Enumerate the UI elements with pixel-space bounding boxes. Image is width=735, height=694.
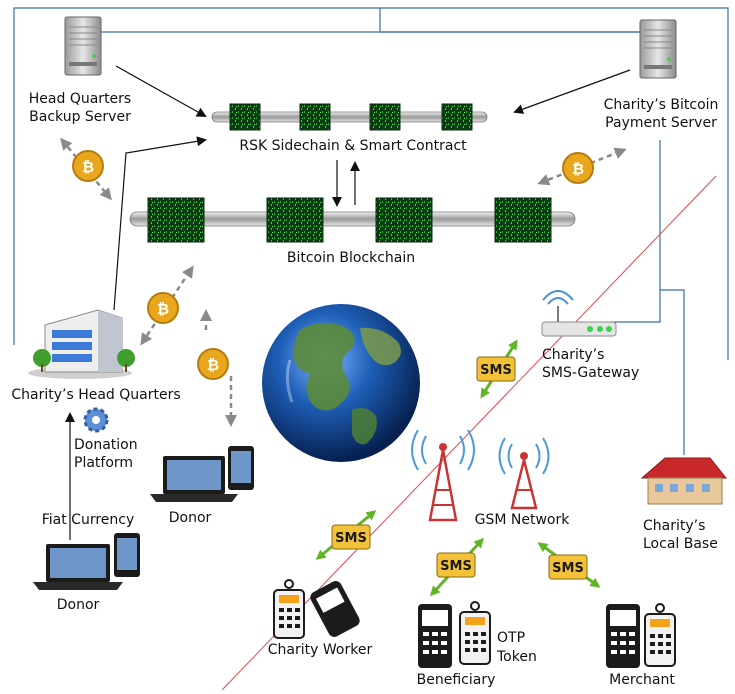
- svg-text:SMS: SMS: [335, 531, 367, 546]
- mobile-phone-icon: [310, 581, 360, 637]
- laptop-icon: [33, 544, 123, 590]
- local-base-label: Charity’s: [643, 518, 705, 534]
- server-icon: [64, 16, 102, 76]
- bitcoin-coin-icon: ₿: [147, 292, 179, 324]
- hq-backup-server-label: Head Quarters: [29, 91, 131, 107]
- rsk-sidechain: [211, 103, 488, 131]
- svg-text:₿: ₿: [157, 300, 169, 318]
- otp-token-icon: [273, 579, 305, 639]
- sms-badge: SMS: [429, 537, 485, 597]
- globe-icon: [262, 304, 420, 462]
- chain-link-icon: [229, 103, 473, 131]
- donation-platform-label: Donation: [74, 437, 138, 453]
- bitcoin-blockchain: [129, 197, 576, 243]
- donor-label: Donor: [57, 597, 100, 613]
- donation-platform-label: Platform: [74, 455, 133, 471]
- node-labels: Head Quarters Backup Server Charity’s Bi…: [11, 91, 718, 688]
- otp-token-icon: [644, 603, 676, 667]
- sms-gateway-label: SMS-Gateway: [542, 365, 639, 381]
- sms-badge: SMS: [315, 510, 377, 560]
- house-icon: [640, 457, 728, 505]
- sms-badge: SMS: [537, 542, 601, 588]
- chain-link-icon: [147, 197, 552, 243]
- mobile-phone-icon: [114, 533, 140, 577]
- rsk-sidechain-label: RSK Sidechain & Smart Contract: [239, 138, 467, 154]
- local-base-label: Local Base: [643, 536, 718, 552]
- mobile-phone-icon: [228, 446, 254, 490]
- donor-label: Donor: [169, 510, 212, 526]
- beneficiary-label: Beneficiary: [417, 672, 496, 688]
- bitcoin-coin-icon: ₿: [562, 152, 594, 184]
- svg-text:SMS: SMS: [552, 561, 584, 576]
- bitcoin-coin-icon: ₿: [197, 348, 229, 380]
- mobile-phone-icon: [606, 604, 640, 668]
- office-building-icon: [28, 309, 135, 379]
- payment-server-label: Charity’s Bitcoin: [604, 97, 719, 113]
- otp-token-label: OTP: [497, 630, 525, 646]
- otp-token-label: Token: [496, 649, 537, 665]
- svg-text:₿: ₿: [207, 356, 219, 374]
- bitcoin-coin-icon: ₿: [72, 150, 104, 182]
- gsm-network-label: GSM Network: [475, 512, 571, 528]
- sms-gateway-label: Charity’s: [542, 347, 604, 363]
- hq-backup-server-label: Backup Server: [29, 109, 131, 125]
- mobile-phone-icon: [418, 604, 452, 668]
- svg-text:₿: ₿: [572, 160, 584, 178]
- merchant-label: Merchant: [609, 672, 675, 688]
- sms-badge: SMS: [476, 339, 518, 399]
- fiat-currency-label: Fiat Currency: [42, 512, 135, 528]
- head-quarters-label: Charity’s Head Quarters: [11, 387, 180, 403]
- bitcoin-blockchain-label: Bitcoin Blockchain: [287, 250, 415, 266]
- flow-arrows: [65, 65, 631, 540]
- otp-token-icon: [459, 601, 491, 665]
- router-icon: [541, 290, 617, 337]
- cell-tower-icon: [411, 429, 475, 522]
- laptop-icon: [150, 456, 238, 502]
- svg-text:₿: ₿: [82, 158, 94, 176]
- server-icon: [639, 19, 677, 79]
- payment-server-label: Payment Server: [605, 115, 717, 131]
- gear-icon: [83, 407, 109, 433]
- svg-text:SMS: SMS: [440, 559, 472, 574]
- charity-worker-label: Charity Worker: [268, 642, 373, 658]
- svg-text:SMS: SMS: [480, 363, 512, 378]
- cell-tower-icon: [498, 437, 550, 510]
